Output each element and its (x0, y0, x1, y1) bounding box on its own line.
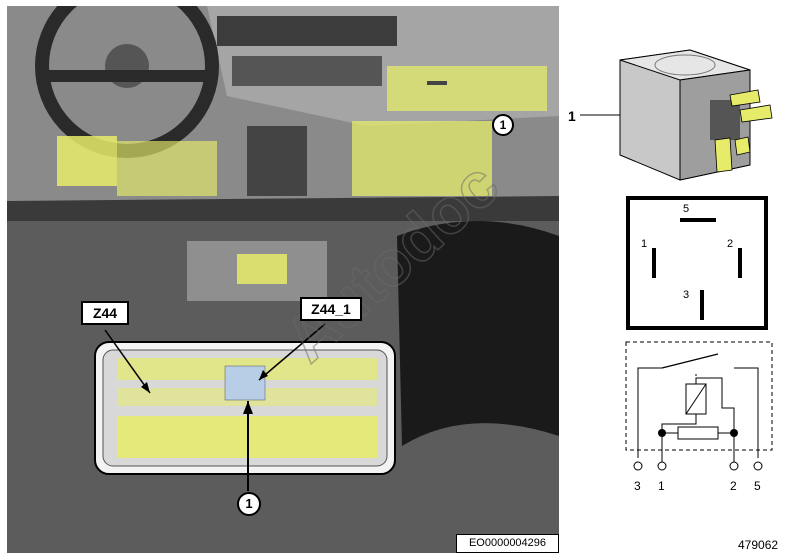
relay-item-number: 1 (568, 108, 576, 124)
pin-label-3: 3 (683, 289, 690, 301)
relay-illustration (619, 49, 773, 181)
terminal-label-2: 2 (730, 479, 737, 493)
callout-z44-1: Z44_1 (300, 297, 362, 321)
callout-item-1-bottom: 1 (237, 492, 261, 516)
pin-label-2: 2 (727, 238, 734, 250)
watermark-logo: Autodoc (270, 150, 513, 376)
relay-circuit-schematic (625, 341, 773, 471)
relay-leader-line (580, 114, 620, 116)
terminal-label-1: 1 (658, 479, 665, 493)
image-code: EO0000004296 (456, 534, 559, 553)
terminal-label-3: 3 (634, 479, 641, 493)
svg-text:Autodoc: Autodoc (271, 150, 512, 375)
pin-label-1: 1 (641, 238, 648, 250)
figure-number: 479062 (738, 538, 779, 552)
callout-item-1-top: 1 (492, 114, 514, 136)
relay-pin-diagram (626, 196, 768, 330)
pin-label-5: 5 (683, 203, 690, 215)
callout-z44: Z44 (81, 301, 129, 325)
vehicle-interior-photo (7, 6, 559, 553)
terminal-label-5: 5 (754, 479, 761, 493)
